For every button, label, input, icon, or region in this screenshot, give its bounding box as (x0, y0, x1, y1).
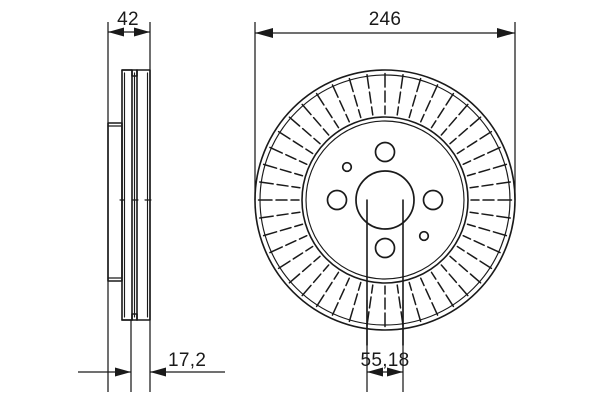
bolt-hole-left (326, 189, 348, 211)
dimension-55-18-arrow-left (367, 367, 383, 377)
front-view-group (254, 69, 516, 346)
cooling-vane-ring (257, 72, 513, 328)
hub-face-inner-circle (305, 120, 465, 280)
dimension-overall-height: 42 (108, 9, 150, 37)
dimension-hub-width: 55,18 (360, 300, 409, 392)
small-hole-upper-left (341, 161, 353, 173)
centre-bore (355, 170, 415, 230)
dimension-disc-thickness: 17,2 (78, 350, 225, 377)
dimension-246-label: 246 (369, 9, 402, 30)
bolt-hole-bottom (374, 237, 396, 259)
dimension-246-arrow-right (497, 28, 515, 38)
dimension-42-arrow-left (108, 27, 124, 37)
dimension-17-2-arrow-right (150, 367, 166, 377)
dimension-17-2-arrow-left (115, 367, 131, 377)
dimension-246-arrow-left (255, 28, 273, 38)
disc-outer-inner-circle (259, 74, 511, 326)
side-view-bottom-vent-notch (131, 313, 138, 321)
bolt-hole-top (374, 141, 396, 163)
dimension-disc-diameter: 246 (254, 9, 516, 200)
small-hole-lower-right (418, 230, 430, 242)
side-view-group (107, 22, 152, 392)
dimension-42-arrow-right (134, 27, 150, 37)
side-view-hub-section (107, 122, 123, 282)
dimension-55-18-arrow-right (387, 367, 403, 377)
dimension-42-label: 42 (117, 9, 139, 30)
bolt-hole-right (422, 189, 444, 211)
dimension-55-18-label: 55,18 (360, 350, 409, 371)
dimension-17-2-label: 17,2 (168, 350, 206, 371)
side-view-top-vent-notch (131, 69, 138, 77)
side-view-outer-friction-plate (136, 69, 151, 321)
hub-face-circle (301, 116, 469, 284)
